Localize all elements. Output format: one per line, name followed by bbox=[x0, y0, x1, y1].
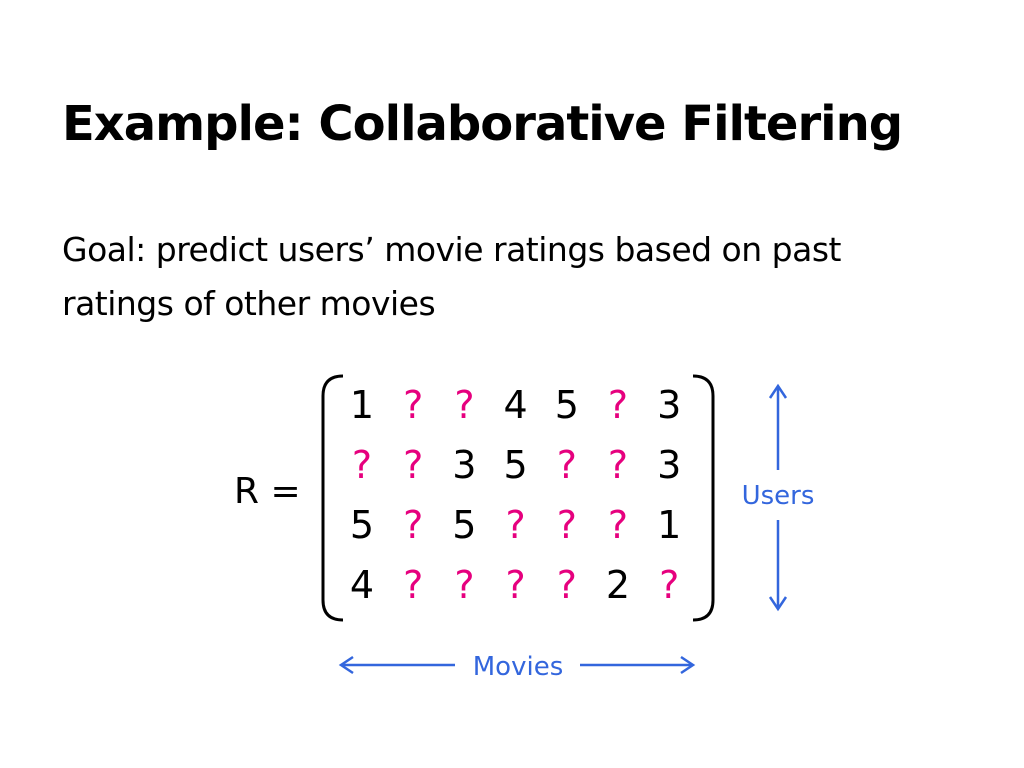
movies-arrow-head-left bbox=[338, 655, 354, 675]
matrix-cell-rating: 5 bbox=[350, 503, 374, 547]
matrix-cell-rating: 1 bbox=[657, 503, 681, 547]
matrix-cell-unknown: ? bbox=[608, 503, 628, 547]
matrix-right-bracket bbox=[692, 374, 715, 622]
matrix-cell-unknown: ? bbox=[557, 443, 577, 487]
movies-label: Movies bbox=[473, 652, 564, 682]
users-arrow-head-down bbox=[768, 596, 788, 612]
users-arrow-head-up bbox=[768, 383, 788, 399]
matrix-cell-unknown: ? bbox=[403, 383, 423, 427]
matrix-cell-unknown: ? bbox=[352, 443, 372, 487]
matrix-cell-unknown: ? bbox=[557, 563, 577, 607]
matrix-cell-rating: 2 bbox=[606, 563, 630, 607]
matrix-cell-unknown: ? bbox=[403, 563, 423, 607]
users-axis: Users bbox=[742, 383, 815, 612]
matrix-cell-rating: 5 bbox=[452, 503, 476, 547]
matrix-cell-rating: 5 bbox=[504, 443, 528, 487]
matrix-cell-rating: 4 bbox=[350, 563, 374, 607]
users-label: Users bbox=[742, 481, 815, 511]
matrix-cell-unknown: ? bbox=[403, 503, 423, 547]
matrix-cell-unknown: ? bbox=[454, 563, 474, 607]
matrix-cell-unknown: ? bbox=[659, 563, 679, 607]
matrix-cell-unknown: ? bbox=[454, 383, 474, 427]
matrix-cell-unknown: ? bbox=[506, 563, 526, 607]
goal-text: Goal: predict users’ movie ratings based… bbox=[62, 230, 841, 323]
matrix-cell-rating: 3 bbox=[657, 383, 681, 427]
matrix-cell-rating: 3 bbox=[657, 443, 681, 487]
movies-arrow-head-right bbox=[680, 655, 696, 675]
matrix-left-bracket bbox=[321, 374, 344, 622]
movies-axis: Movies bbox=[338, 652, 696, 682]
matrix-cell-unknown: ? bbox=[506, 503, 526, 547]
matrix-cell-unknown: ? bbox=[403, 443, 423, 487]
matrix-cell-unknown: ? bbox=[557, 503, 577, 547]
matrix-cell-unknown: ? bbox=[608, 443, 628, 487]
matrix-cell-rating: 3 bbox=[452, 443, 476, 487]
matrix-cell-rating: 1 bbox=[350, 383, 374, 427]
matrix-cell-unknown: ? bbox=[608, 383, 628, 427]
matrix-cell-rating: 5 bbox=[555, 383, 579, 427]
matrix-cell-rating: 4 bbox=[504, 383, 528, 427]
matrix-label: R = bbox=[234, 471, 301, 512]
slide-title: Example: Collaborative Filtering bbox=[62, 96, 903, 152]
